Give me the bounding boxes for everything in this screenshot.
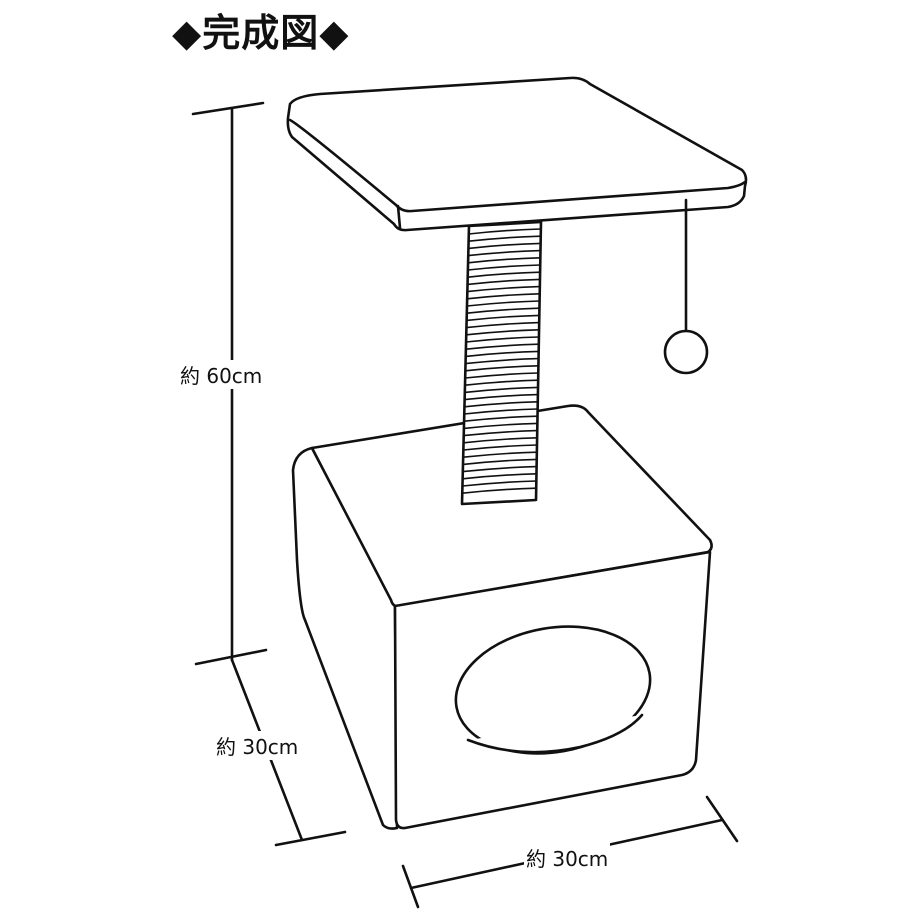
post-rope-ring	[462, 429, 538, 437]
post-rope-ring	[461, 480, 538, 487]
post-rope-ring	[467, 235, 542, 242]
post-rope-ring	[462, 451, 538, 458]
post-rope-ring	[462, 444, 538, 451]
post-rope-ring	[464, 357, 540, 365]
width-label: 約 30cm	[524, 843, 611, 872]
post-rope-ring	[466, 271, 541, 278]
post-rope-ring	[461, 487, 537, 494]
post-rope-ring	[467, 249, 542, 257]
post-rope-ring	[468, 228, 542, 235]
base-box	[291, 404, 713, 830]
post-rope-ring	[461, 473, 538, 480]
hanging-ball-toy	[663, 198, 709, 375]
scratching-post	[460, 220, 543, 506]
post-rope-ring	[465, 343, 540, 350]
post-rope-ring	[465, 314, 541, 322]
post-rope-ring	[467, 242, 542, 250]
depth-label: 約 30cm	[214, 731, 301, 760]
post-rope-ring	[466, 300, 541, 307]
post-rope-ring	[466, 307, 541, 314]
post-rope-ring	[463, 401, 539, 408]
post-rope-ring	[465, 336, 540, 343]
post-rope-ring	[466, 293, 541, 300]
post-rope-ring	[464, 372, 540, 379]
post-rope-ring	[465, 321, 540, 329]
post-rope-ring	[466, 285, 541, 293]
post-rope-ring	[464, 379, 539, 386]
post-rope-ring	[467, 264, 541, 271]
post-rope-ring	[467, 257, 542, 264]
post-rope-ring	[462, 437, 538, 444]
post-rope-ring	[466, 278, 541, 286]
post-rope-ring	[464, 386, 539, 394]
height-label: 約 60cm	[178, 360, 265, 389]
post-rope-ring	[465, 329, 540, 336]
post-rope-ring	[463, 415, 539, 422]
post-rope-ring	[463, 393, 539, 401]
page-title: ◆完成図◆	[172, 11, 350, 55]
post-rope-ring	[464, 365, 540, 372]
post-rope-ring	[462, 458, 538, 466]
post-rope-ring	[462, 465, 538, 473]
top-platform	[286, 76, 748, 232]
post-rope-ring	[463, 422, 539, 430]
post-rope-ring	[464, 350, 540, 358]
post-rope-ring	[463, 408, 539, 415]
